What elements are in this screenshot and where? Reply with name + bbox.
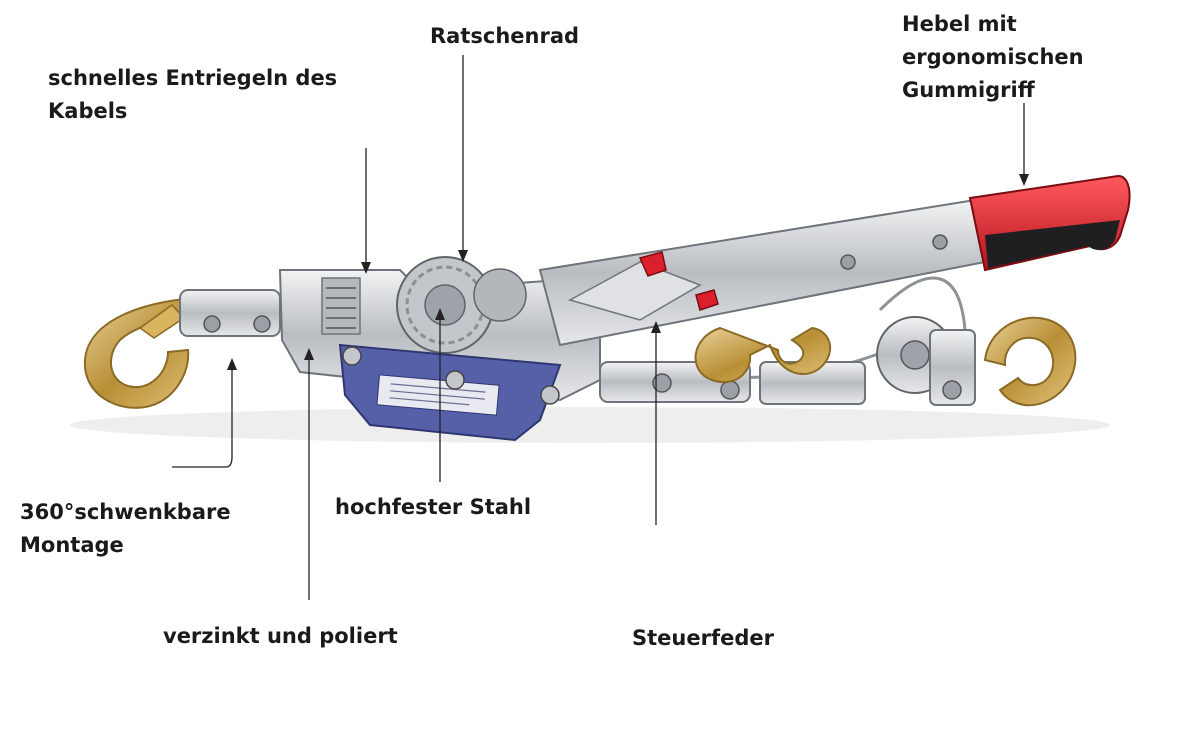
- leader-lines: [172, 55, 1025, 600]
- label-galvanized-line-1: verzinkt und poliert: [163, 624, 398, 648]
- label-high-strength-steel-line-1: hochfester Stahl: [335, 495, 532, 519]
- label-galvanized: verzinkt und poliert: [163, 620, 398, 653]
- handle-lever: [538, 198, 987, 347]
- pulley-block: [876, 316, 976, 406]
- warning-plate: [338, 343, 562, 442]
- middle-hook: [694, 326, 831, 384]
- label-quick-release-line-2: Kabels: [48, 99, 128, 123]
- label-swivel-mount-line-2: Montage: [20, 533, 124, 557]
- ratchet-wheel: [396, 256, 527, 354]
- label-control-spring: Steuerfeder: [632, 622, 774, 655]
- label-ratschenrad-line-1: Ratschenrad: [430, 24, 580, 48]
- label-swivel-mount-line-1: 360°schwenkbare: [20, 500, 231, 524]
- leader-arrowheads: [227, 174, 1029, 370]
- label-handle-line-3: Gummigriff: [902, 78, 1035, 102]
- control-latch: [695, 289, 719, 311]
- rubber-grip: [968, 174, 1131, 272]
- label-control-spring-line-1: Steuerfeder: [632, 626, 774, 650]
- right-hook: [983, 316, 1077, 407]
- label-quick-release: schnelles Entriegeln des Kabels: [48, 62, 337, 128]
- label-handle-line-1: Hebel mit: [902, 12, 1017, 36]
- label-handle: Hebel mit ergonomischen Gummigriff: [902, 8, 1084, 107]
- lever-latch: [638, 251, 667, 277]
- label-high-strength-steel: hochfester Stahl: [335, 491, 531, 524]
- label-swivel-mount: 360°schwenkbare Montage: [20, 496, 231, 562]
- label-quick-release-line-1: schnelles Entriegeln des: [48, 66, 338, 90]
- label-handle-line-2: ergonomischen: [902, 45, 1084, 69]
- release-spring: [321, 277, 361, 335]
- floor-shadow: [70, 407, 1110, 443]
- leader-schwenkbar: [172, 362, 233, 468]
- label-ratschenrad: Ratschenrad: [430, 20, 579, 53]
- left-swivel-mount: [179, 289, 281, 337]
